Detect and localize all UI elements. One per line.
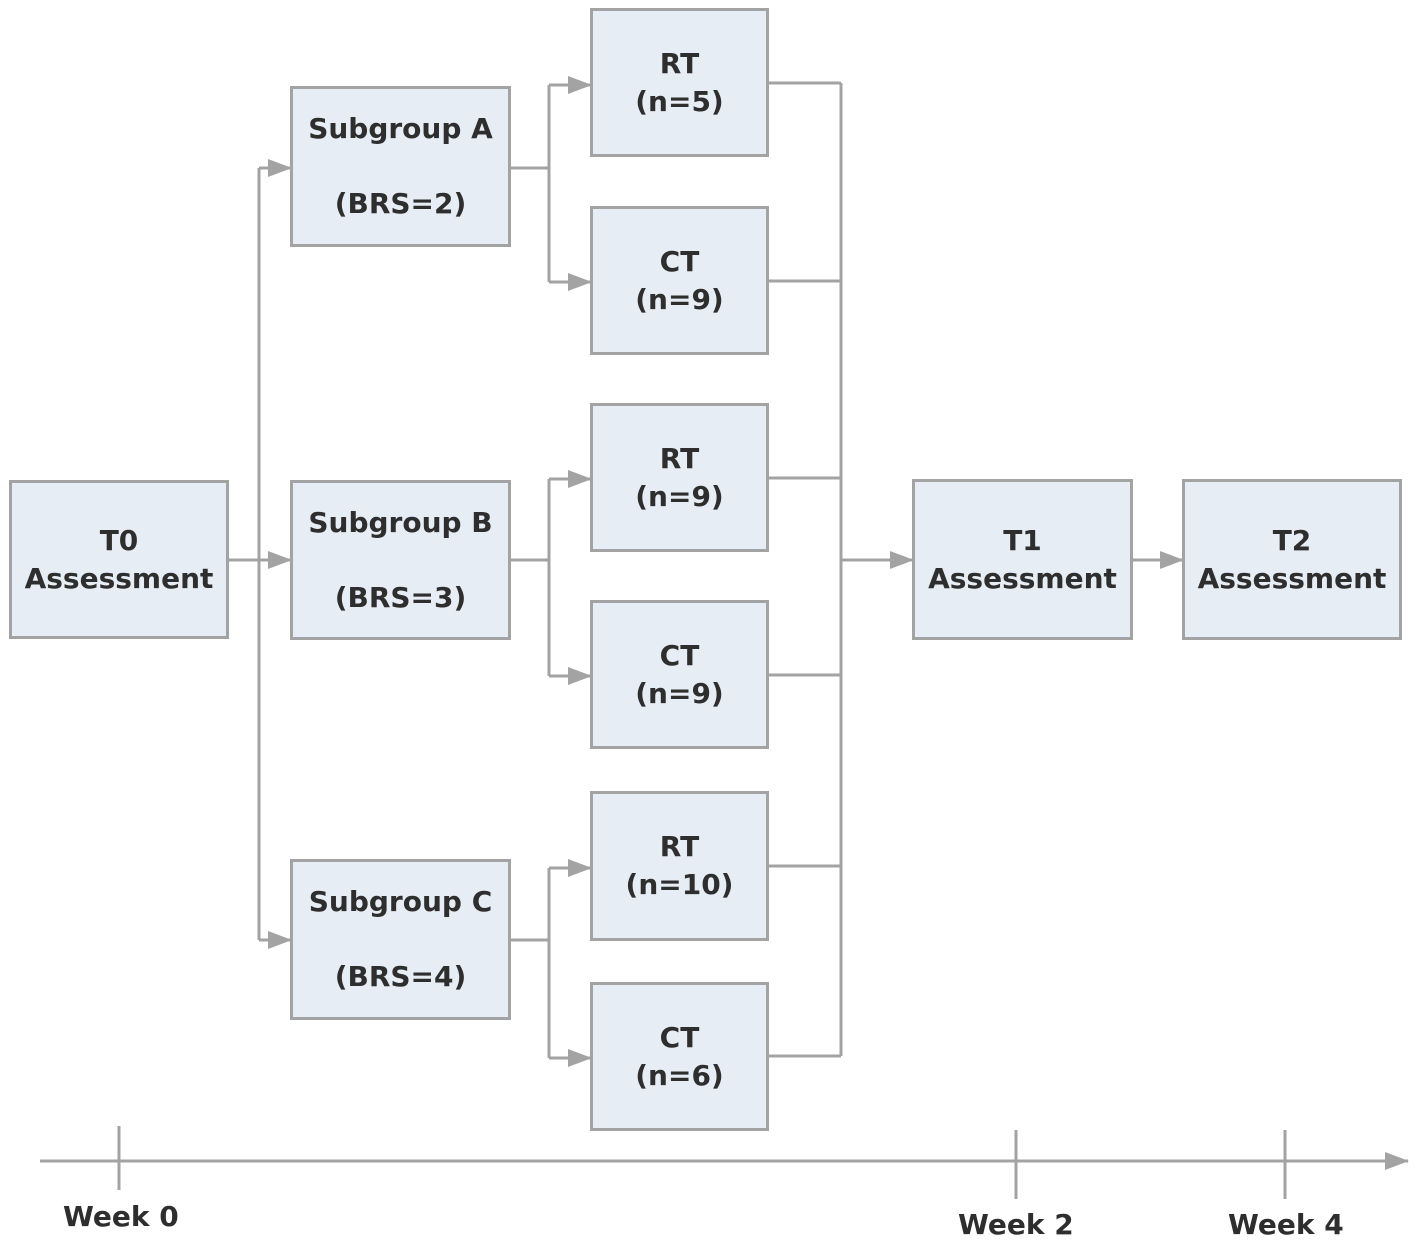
subgroup-b-title: Subgroup B: [308, 505, 493, 539]
subgroup-b-brs: (BRS=3): [334, 580, 467, 614]
subgroup-a-rt-label: RT: [659, 46, 700, 80]
subgroup-a-title: Subgroup A: [308, 112, 493, 145]
subgroup-a-ct-label: CT: [659, 244, 700, 278]
subgroup-a-rt-box: RT (n=5): [590, 8, 769, 157]
subgroup-c-rt-count: (n=10): [625, 868, 734, 901]
subgroup-a-rt-count: (n=5): [635, 84, 724, 118]
timeline-label-week2: Week 2: [958, 1208, 1074, 1241]
t0-assessment-box: T0 Assessment: [9, 480, 229, 639]
subgroup-c-title: Subgroup C: [308, 885, 493, 918]
subgroup-a-ct-count: (n=9): [635, 282, 724, 316]
subgroup-b-rt-box: RT (n=9): [590, 403, 769, 552]
subgroup-b-rt-label: RT: [659, 441, 700, 475]
subgroup-b-ct-box: CT (n=9): [590, 600, 769, 749]
t1-box-title: T1: [1003, 523, 1042, 557]
t1-assessment-box: T1 Assessment: [912, 479, 1133, 640]
subgroup-c-rt-box: RT (n=10): [590, 791, 769, 941]
timeline-label-week4: Week 4: [1228, 1208, 1344, 1241]
subgroup-a-brs: (BRS=2): [334, 187, 467, 220]
subgroup-b-ct-count: (n=9): [635, 676, 724, 710]
subgroup-b-rt-count: (n=9): [635, 479, 724, 513]
subgroup-c-ct-box: CT (n=6): [590, 982, 769, 1131]
timeline-label-week0: Week 0: [63, 1200, 179, 1233]
subgroup-a-ct-box: CT (n=9): [590, 206, 769, 355]
subgroup-c-box: Subgroup C (BRS=4): [290, 859, 511, 1020]
t2-box-subtitle: Assessment: [1197, 561, 1387, 595]
t0-box-subtitle: Assessment: [24, 561, 214, 595]
t2-assessment-box: T2 Assessment: [1182, 479, 1402, 640]
t1-box-subtitle: Assessment: [928, 561, 1117, 595]
subgroup-a-box: Subgroup A (BRS=2): [290, 86, 511, 247]
subgroup-b-box: Subgroup B (BRS=3): [290, 480, 511, 640]
subgroup-b-ct-label: CT: [659, 638, 700, 672]
t0-box-title: T0: [99, 523, 139, 557]
subgroup-c-ct-count: (n=6): [635, 1058, 724, 1092]
t2-box-title: T2: [1272, 523, 1312, 557]
subgroup-c-ct-label: CT: [659, 1020, 700, 1054]
subgroup-c-brs: (BRS=4): [334, 960, 467, 993]
subgroup-c-rt-label: RT: [659, 830, 700, 863]
